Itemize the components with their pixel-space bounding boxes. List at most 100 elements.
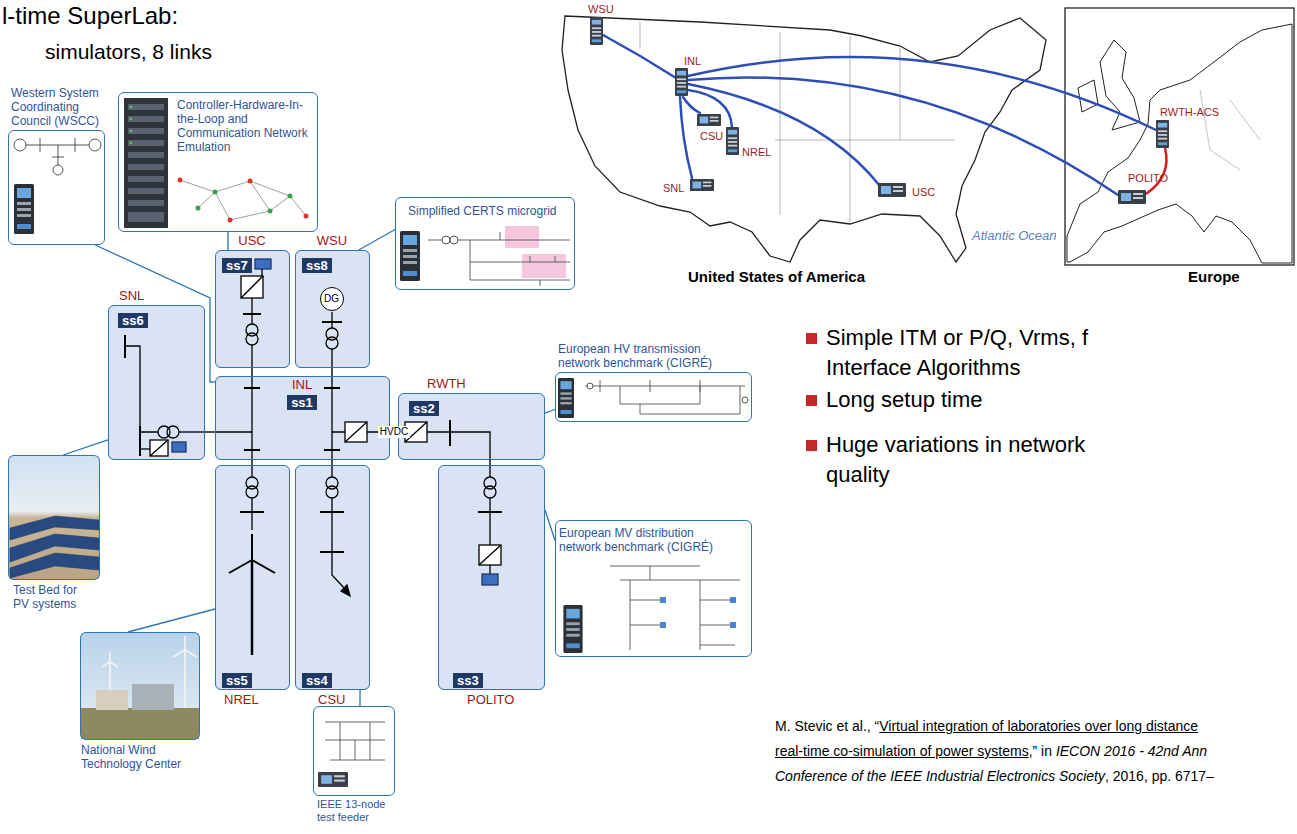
map-outline <box>1100 40 1140 130</box>
subsystem-box: ss5NREL <box>215 465 290 690</box>
photo-box: Test Bed for PV systems <box>8 455 100 580</box>
circuit-symbol <box>331 322 332 328</box>
callout-box: IEEE 13-node test feeder <box>313 706 395 796</box>
circuit-symbol <box>331 349 332 368</box>
thumbnail <box>81 633 199 739</box>
leader-line <box>227 232 228 250</box>
thumbnail <box>14 139 26 151</box>
citation-venue: Conference of the IEEE Industrial Electr… <box>775 768 1105 784</box>
thumbnail <box>304 214 309 219</box>
thumbnail <box>522 254 566 278</box>
thumbnail <box>660 597 736 628</box>
map-label: Atlantic Ocean <box>972 228 1057 243</box>
text-slot: ss8 <box>302 256 332 274</box>
circuit-symbol <box>332 552 346 590</box>
callout-text: IEEE 13-node test feeder <box>317 798 397 824</box>
circuit-symbol <box>489 512 490 545</box>
circuit-symbol <box>450 432 490 460</box>
circuit-symbol <box>251 465 252 477</box>
subsystem-box: ss4CSU <box>295 465 370 690</box>
subsystem-box: USCss7 <box>215 250 290 368</box>
site-text: NREL <box>224 693 259 707</box>
text-slot: Simplified CERTS microgrid <box>408 204 570 218</box>
text-slot: Huge variations in network quality <box>826 430 1126 490</box>
circuit-symbol <box>326 337 338 349</box>
tag-text: ss1 <box>287 395 317 410</box>
tag-text: ss4 <box>302 673 332 688</box>
circuit-symbol <box>229 534 275 573</box>
box-fill <box>398 393 545 460</box>
text-slot: NREL <box>742 146 771 158</box>
circuit-symbol <box>326 486 338 498</box>
circuit-symbol <box>139 426 141 456</box>
text-slot: HVDC <box>378 426 410 438</box>
circuit-symbol <box>251 512 252 530</box>
server-icon <box>878 183 906 197</box>
thumbnail <box>730 622 736 628</box>
site-label: POLITO <box>1128 172 1168 184</box>
thumbnail <box>587 383 593 389</box>
text-slot: l-time SuperLab: <box>2 2 178 30</box>
thumbnail <box>660 622 666 628</box>
link-line <box>688 57 1156 130</box>
site-label: RWTH-ACS <box>1160 106 1219 118</box>
thumbnail <box>14 139 101 175</box>
circuit-symbol <box>482 574 498 585</box>
thumbnail <box>128 176 164 182</box>
leader-line <box>545 510 555 541</box>
text-slot: simulators, 8 links <box>45 39 212 64</box>
leader-line <box>95 245 215 382</box>
server-icon <box>690 179 714 191</box>
circuit-symbol <box>251 560 254 655</box>
site-text: SNL <box>119 289 144 303</box>
bullet-text: Huge variations in network quality <box>826 430 1126 490</box>
text-slot: Europe <box>1188 268 1240 286</box>
text-slot: IEEE 13-node test feeder <box>317 798 397 824</box>
thumbnail <box>130 142 132 144</box>
text-slot: USC <box>216 234 288 248</box>
citation-line: M. Stevic et al., “Virtual integration o… <box>775 715 1198 740</box>
circuit-symbol <box>215 431 345 432</box>
text-slot: National Wind Technology Center <box>81 743 213 771</box>
generator-circle: DG <box>320 287 344 311</box>
circuit-symbol <box>331 498 332 512</box>
text-slot: ss2 <box>409 399 439 417</box>
text-slot: NREL <box>224 693 259 707</box>
site-text: WSU <box>296 234 368 248</box>
text-slot: Long setup time <box>826 385 1126 415</box>
circuit-symbol <box>244 388 340 450</box>
citation: M. Stevic et al., “Virtual integration o… <box>775 715 1214 790</box>
thumbnail <box>89 139 101 151</box>
circuit-symbol <box>251 345 252 368</box>
thumbnail <box>128 212 164 222</box>
callout-text: Test Bed for PV systems <box>13 583 93 611</box>
text-slot: CSU <box>318 693 345 707</box>
circuit-symbol <box>331 312 332 322</box>
text-slot: ss5 <box>222 671 252 689</box>
thumbnail <box>558 378 574 418</box>
thumbnail <box>26 138 89 165</box>
circuit-symbol <box>150 440 168 456</box>
thumbnail <box>128 164 164 170</box>
thumbnail <box>130 130 132 132</box>
map-outline <box>562 16 1046 262</box>
thumbnail <box>128 128 164 134</box>
circuit-symbol <box>246 486 258 498</box>
box-fill <box>438 465 545 690</box>
bullet-square <box>806 440 817 451</box>
leader-line <box>545 410 555 414</box>
link-line <box>603 35 1156 195</box>
text-slot: ss6 <box>118 311 148 329</box>
callout-text: National Wind Technology Center <box>81 743 213 771</box>
site-label: NREL <box>742 146 771 158</box>
photo-box: National Wind Technology Center <box>80 632 200 740</box>
site-text: INL <box>216 378 388 392</box>
callout-box: European MV distribution network benchma… <box>555 520 752 657</box>
circuit-symbol <box>172 442 186 452</box>
circuit-symbol <box>125 346 158 432</box>
circuit-symbol <box>251 298 252 314</box>
site-label: INL <box>684 55 701 67</box>
text-slot: European MV distribution network benchma… <box>559 526 721 554</box>
circuit-symbol <box>255 259 271 269</box>
circuit-symbol <box>179 431 205 432</box>
